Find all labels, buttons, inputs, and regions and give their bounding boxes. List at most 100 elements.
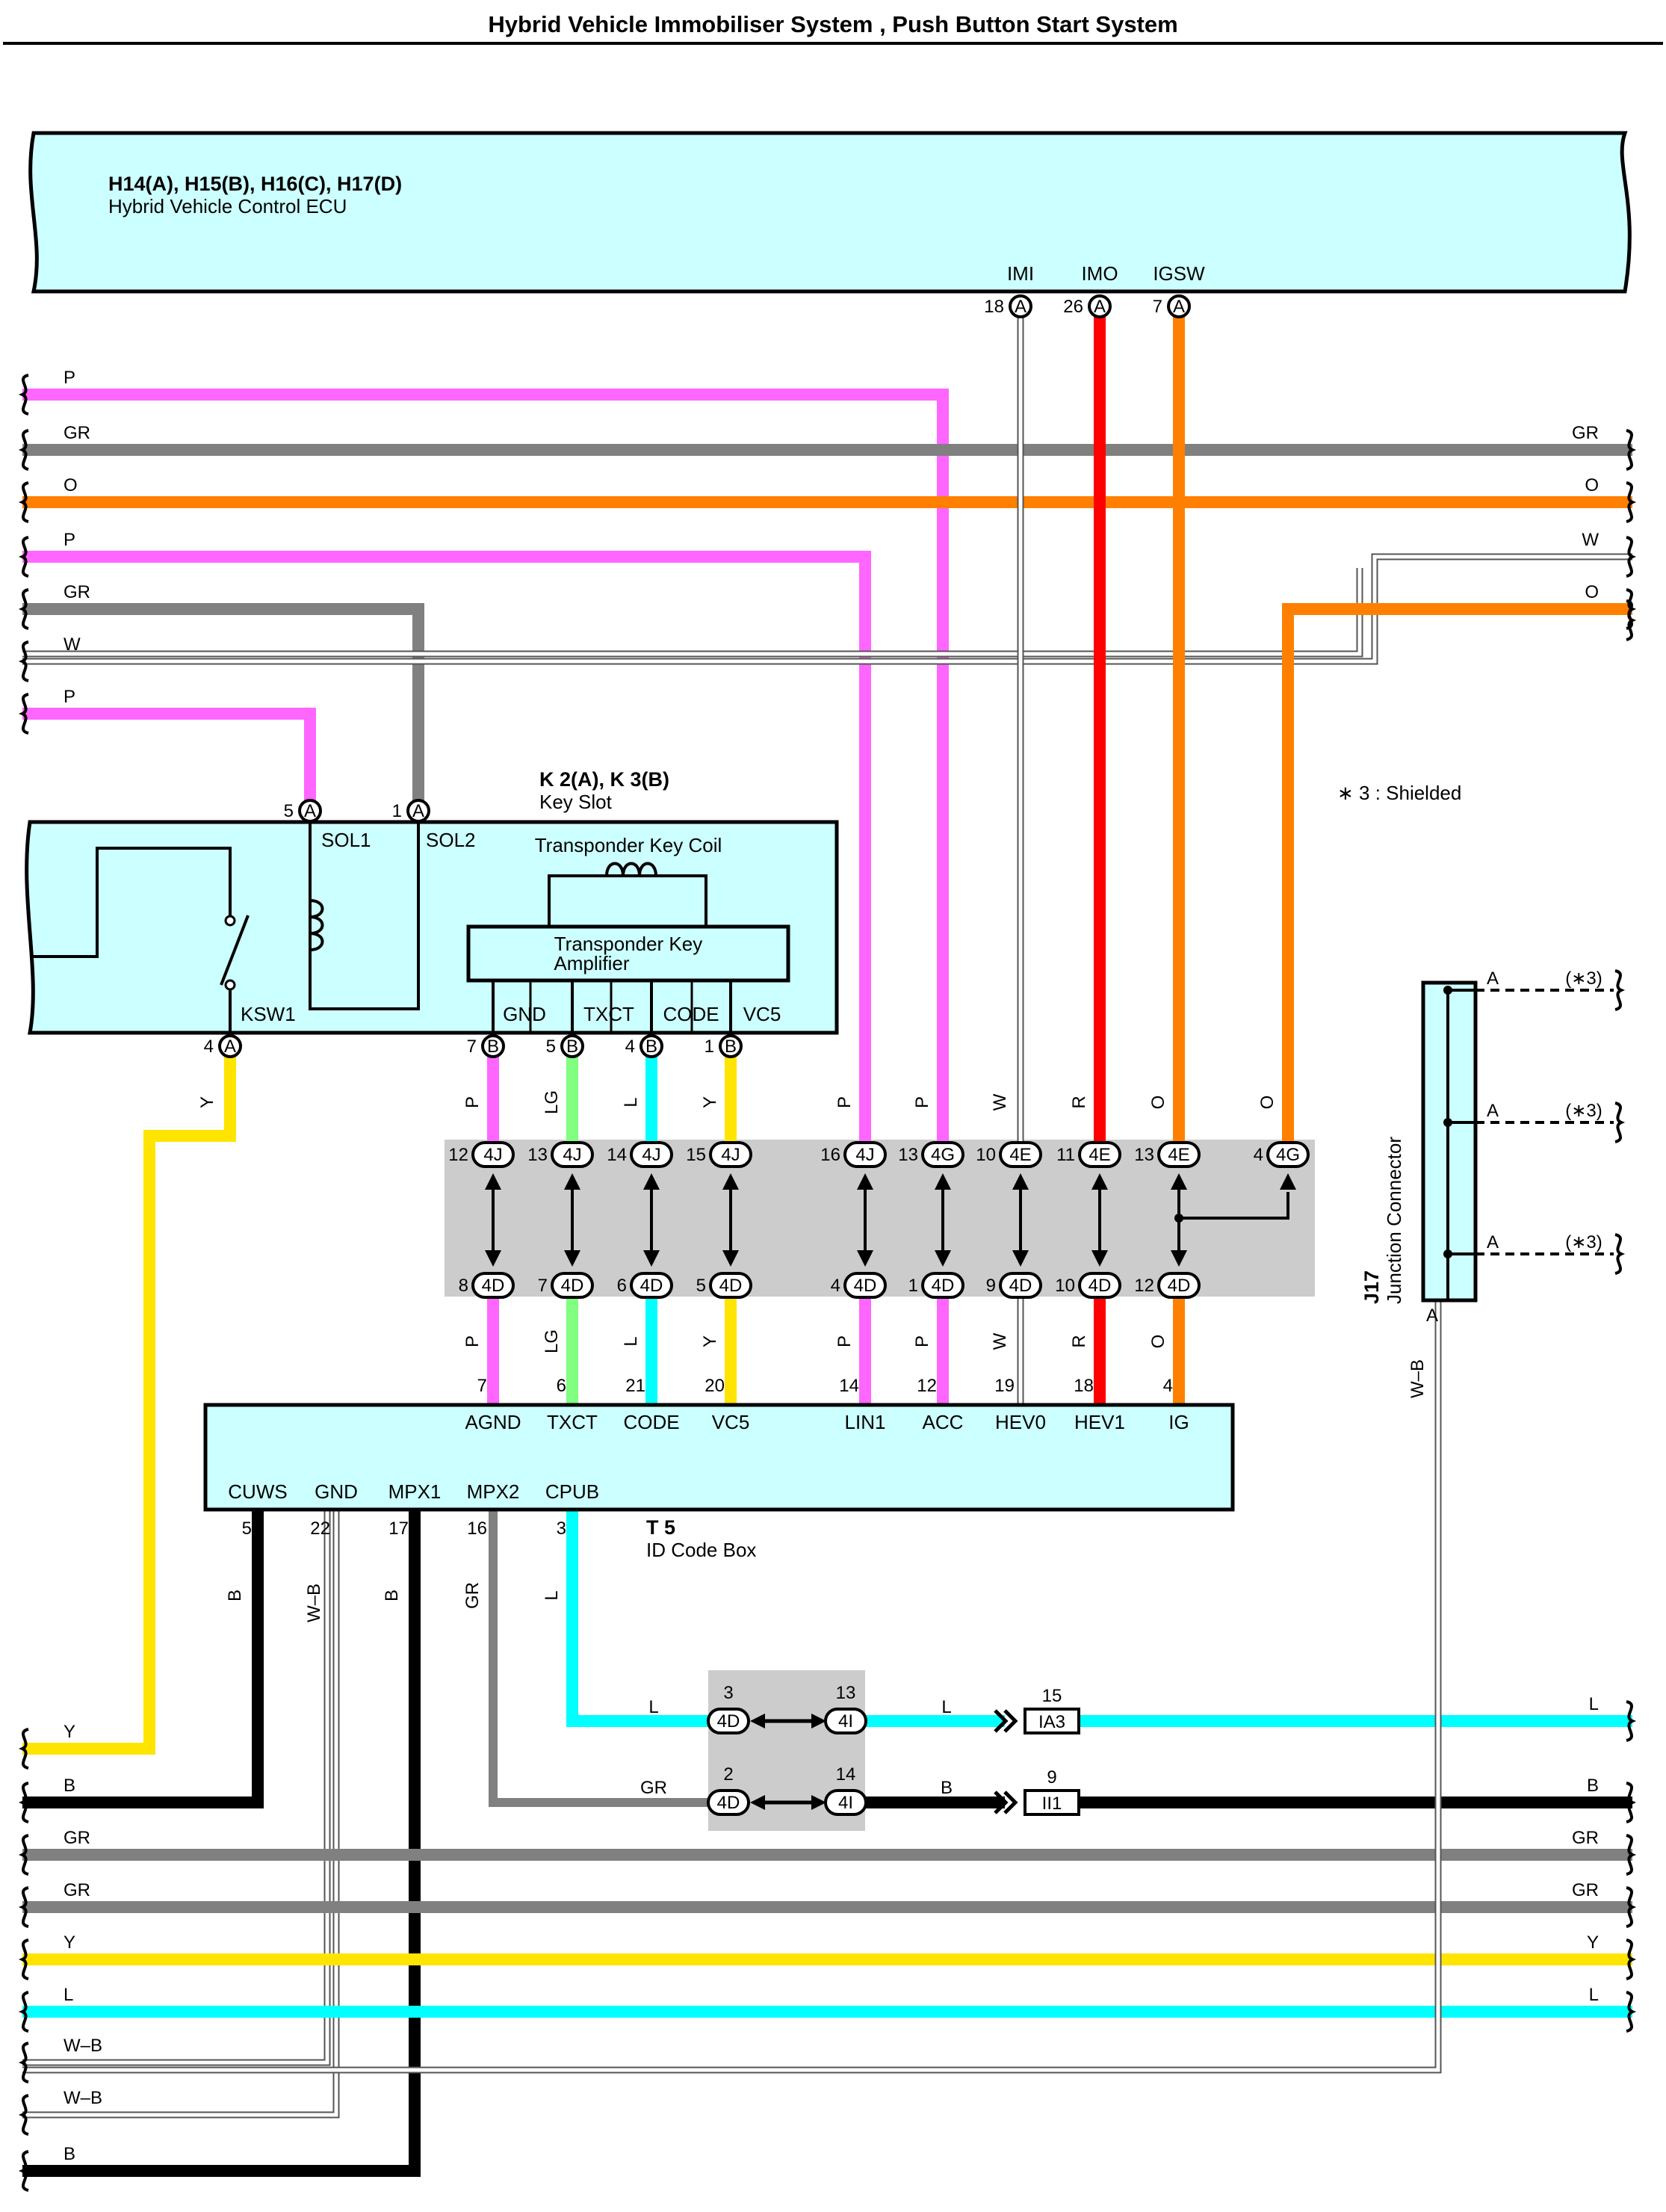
rb-brace-4 bbox=[1626, 1938, 1637, 1980]
join-4g bbox=[1179, 1192, 1289, 1220]
splice-lower-2 bbox=[630, 1272, 673, 1299]
ecu-pin-IGSW: 7 bbox=[1153, 297, 1162, 317]
ksw-contact-top bbox=[224, 915, 236, 927]
lb-code-2: GR bbox=[64, 1828, 90, 1848]
idbox-pin-top-0: 7 bbox=[477, 1376, 487, 1396]
splice-lower-pin-6: 9 bbox=[986, 1276, 996, 1296]
labels-layer: H14(A), H15(B), H16(C), H17(D)Hybrid Veh… bbox=[18, 173, 1637, 2192]
splice-upper-5-letter: 4G bbox=[931, 1145, 955, 1165]
splice-lower-4 bbox=[843, 1272, 887, 1299]
ecu-conn-IMO-letter: A bbox=[1094, 297, 1106, 317]
splice-upper-8-letter: 4E bbox=[1168, 1145, 1189, 1165]
idbox-drop-code-2: B bbox=[382, 1590, 402, 1601]
splice-arrow-down-3 bbox=[722, 1250, 739, 1267]
splice-b-right-pin-1: 14 bbox=[836, 1764, 856, 1785]
chevron-b-1 bbox=[1003, 1791, 1018, 1814]
ecu-term-IMI: IMI bbox=[1007, 262, 1034, 285]
lb-brace-5 bbox=[18, 1991, 29, 2033]
rb-code-5: L bbox=[1589, 1985, 1599, 2005]
splice-upper-3 bbox=[709, 1141, 752, 1168]
sb-code-3: B bbox=[941, 1778, 953, 1798]
lb-brace-2 bbox=[18, 1834, 29, 1876]
splice-lower-8-letter: 4D bbox=[1168, 1276, 1191, 1296]
keyslot-bottom-conn-2-letter: B bbox=[566, 1037, 578, 1057]
low-drop-code-6: W bbox=[990, 1332, 1010, 1350]
splice-b-left-0-letter: 4D bbox=[717, 1711, 740, 1731]
keyslot-code: K 2(A), K 3(B) bbox=[539, 768, 669, 791]
splice-upper-8 bbox=[1157, 1141, 1201, 1168]
splice-lower-pin-3: 5 bbox=[696, 1276, 706, 1296]
idbox-pin-top-5: 12 bbox=[917, 1376, 937, 1396]
splice-arrow-up-7 bbox=[1091, 1173, 1108, 1190]
splice-b-arrowL-1 bbox=[750, 1795, 765, 1810]
wire-o-right2 bbox=[1282, 603, 1632, 1147]
right-brace-extra bbox=[1626, 599, 1637, 641]
idbox-bterm-MPX2: MPX2 bbox=[467, 1480, 520, 1503]
rb-brace-1 bbox=[1626, 1782, 1637, 1823]
splice-lower-3-letter: 4D bbox=[719, 1276, 743, 1296]
jc-shield-2: (∗3) bbox=[1565, 1232, 1602, 1252]
lb-code-0: Y bbox=[64, 1722, 75, 1742]
splice-lower-pin-1: 7 bbox=[538, 1276, 548, 1296]
low-drop-code-3: Y bbox=[700, 1335, 720, 1347]
ecu-conn-IMO bbox=[1088, 294, 1112, 318]
splice-upper-pin-9: 4 bbox=[1254, 1145, 1263, 1165]
rb-brace-2 bbox=[1626, 1834, 1637, 1876]
idbox-term-ACC: ACC bbox=[923, 1411, 964, 1433]
splice-b-right-0-letter: 4I bbox=[838, 1711, 853, 1731]
wire-j17-wb-core bbox=[22, 1300, 1440, 2072]
ecu-pin-IMI: 18 bbox=[984, 297, 1004, 317]
idbox-pin-top-1: 6 bbox=[557, 1376, 566, 1396]
ecu-conn-IMI bbox=[1009, 294, 1032, 318]
splice-b-arrowR-1 bbox=[811, 1795, 826, 1810]
left-brace-4 bbox=[18, 588, 29, 630]
keyslot-bottom-conn-0-letter: A bbox=[224, 1037, 236, 1057]
left-brace-6 bbox=[18, 693, 29, 735]
idbox-term-HEV0: HEV0 bbox=[995, 1411, 1046, 1433]
splice-b-left-1 bbox=[707, 1789, 750, 1816]
splice-b-left-pin-1: 2 bbox=[723, 1764, 733, 1785]
left-code-1: GR bbox=[64, 423, 90, 443]
splice-lower-pin-5: 1 bbox=[908, 1276, 918, 1296]
splice-arrow-up-1 bbox=[564, 1173, 580, 1190]
idbox-pin-top-4: 14 bbox=[839, 1376, 859, 1396]
splice-arrow-down-8 bbox=[1171, 1250, 1187, 1267]
keyslot-bottom-pin-2: 5 bbox=[546, 1037, 556, 1057]
splice-arrow-up-6 bbox=[1012, 1173, 1029, 1190]
splice-upper-3-letter: 4J bbox=[721, 1145, 740, 1165]
mid-drop-code-3: R bbox=[1069, 1096, 1089, 1108]
lb-code-8: B bbox=[64, 2144, 75, 2164]
ecu-pin-IMO: 26 bbox=[1063, 297, 1083, 317]
left-code-6: P bbox=[64, 687, 75, 707]
idbox-term-HEV1: HEV1 bbox=[1074, 1411, 1125, 1433]
term-vc5: VC5 bbox=[743, 1003, 781, 1025]
wire-cuws-b bbox=[22, 1510, 264, 1808]
term-txct: TXCT bbox=[583, 1003, 634, 1025]
splice-arrow-up-0 bbox=[485, 1173, 501, 1190]
splice-upper-0-letter: 4J bbox=[483, 1145, 502, 1165]
splice-upper-7-letter: 4E bbox=[1089, 1145, 1110, 1165]
splice-upper-pin-7: 11 bbox=[1056, 1145, 1075, 1165]
ks-drop-code-3: L bbox=[621, 1097, 641, 1107]
low-drop-code-8: O bbox=[1148, 1335, 1168, 1349]
wire-ksw1-y bbox=[22, 1046, 236, 1755]
splice-upper-5 bbox=[921, 1141, 964, 1168]
jc-drop-code: W–B bbox=[1408, 1359, 1428, 1398]
splice-arrow-4g bbox=[1280, 1173, 1296, 1190]
jc-bottom-pin: A bbox=[1426, 1306, 1438, 1326]
wire-gr-row2 bbox=[22, 603, 424, 811]
idbox-bterm-CPUB: CPUB bbox=[545, 1480, 599, 1503]
lb-brace-0 bbox=[18, 1728, 29, 1770]
ext-conn-label-0: IA3 bbox=[1038, 1712, 1065, 1732]
ecu-name: Hybrid Vehicle Control ECU bbox=[108, 195, 347, 217]
low-drop-code-0: P bbox=[462, 1335, 483, 1347]
mid-drop-code-4: O bbox=[1148, 1096, 1168, 1110]
idbox-term-VC5: VC5 bbox=[712, 1411, 750, 1433]
keyslot-top-conn-0 bbox=[298, 799, 322, 823]
splice-lower-pin-2: 6 bbox=[617, 1276, 627, 1296]
wire-mpx2-gr bbox=[489, 1510, 716, 1807]
low-drop-code-4: P bbox=[834, 1335, 855, 1347]
solenoid-coil bbox=[309, 899, 324, 951]
keyslot-top-pin-0: 5 bbox=[284, 801, 294, 821]
ecu-term-IGSW: IGSW bbox=[1153, 262, 1205, 285]
